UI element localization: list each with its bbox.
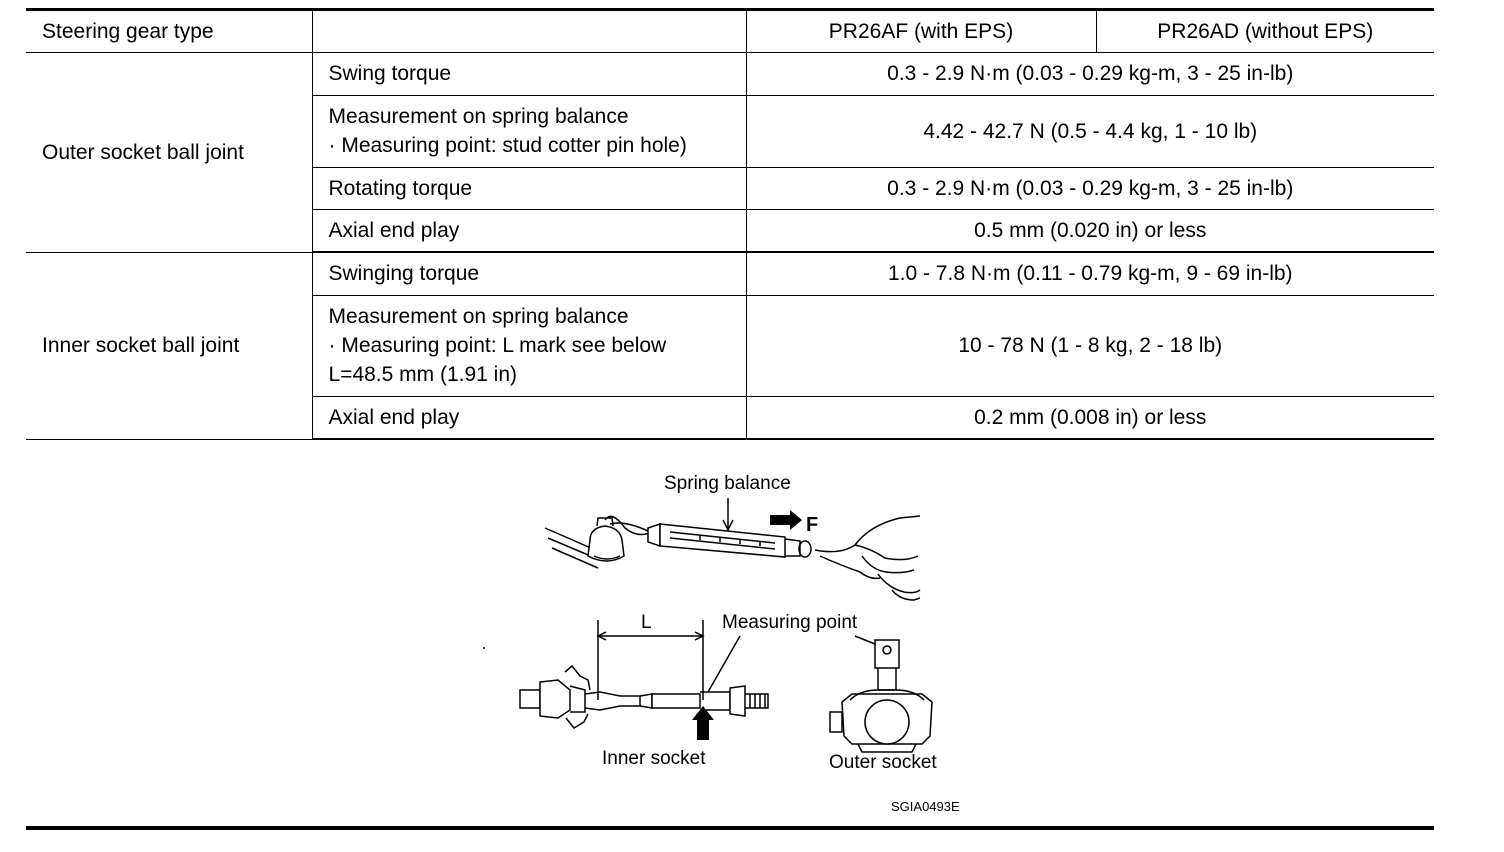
- force-label: F: [806, 514, 819, 536]
- row-item: Axial end play: [312, 208, 747, 253]
- spec-table: Steering gear type PR26AF (with EPS) PR2…: [26, 11, 1434, 440]
- row-value: 1.0 - 7.8 N·m (0.11 - 0.79 kg-m, 9 - 69 …: [745, 251, 1434, 296]
- outer-socket-label: Outer socket ball joint: [26, 51, 313, 253]
- inner-socket-label: Inner socket ball joint: [26, 251, 313, 440]
- header-pr26af: PR26AF (with EPS): [745, 11, 1097, 53]
- row-value: 0.5 mm (0.020 in) or less: [745, 208, 1434, 253]
- inner-socket-label-fig: Inner socket: [602, 748, 706, 769]
- spring-balance-label: Spring balance: [664, 473, 791, 494]
- row-value: 0.2 mm (0.008 in) or less: [745, 395, 1434, 440]
- table-row: Axial end play 0.2 mm (0.008 in) or less: [26, 395, 1434, 440]
- row-item-line: L=48.5 mm (1.91 in): [328, 363, 518, 386]
- row-item: Swinging torque: [311, 251, 747, 296]
- header-steering-gear-type: Steering gear type: [26, 11, 313, 53]
- table-row: Measurement on spring balance · Measurin…: [26, 94, 1434, 168]
- row-item: Swing torque: [311, 51, 747, 96]
- length-label: L: [641, 612, 652, 633]
- table-row: Axial end play 0.5 mm (0.020 in) or less: [26, 208, 1434, 253]
- row-item-line: · Measuring point: L mark see below: [328, 334, 667, 357]
- measuring-point-label: Measuring point: [722, 612, 858, 633]
- table-row: Outer socket ball joint Swing torque 0.3…: [26, 51, 1434, 253]
- bottom-rule: [26, 826, 1434, 830]
- header-row: Steering gear type PR26AF (with EPS) PR2…: [26, 11, 1434, 53]
- row-item: Measurement on spring balance · Measurin…: [312, 94, 747, 168]
- table-row: Inner socket ball joint Swinging torque …: [26, 251, 1434, 440]
- header-blank: [311, 11, 747, 53]
- row-value: 10 - 78 N (1 - 8 kg, 2 - 18 lb): [745, 294, 1434, 397]
- row-item: Axial end play: [312, 395, 747, 440]
- row-value: 0.3 - 2.9 N·m (0.03 - 0.29 kg-m, 3 - 25 …: [745, 166, 1434, 210]
- table-row: Rotating torque 0.3 - 2.9 N·m (0.03 - 0.…: [26, 166, 1434, 210]
- row-item: Measurement on spring balance · Measurin…: [312, 294, 747, 397]
- row-value: 4.42 - 42.7 N (0.5 - 4.4 kg, 1 - 10 lb): [745, 94, 1434, 168]
- row-item-line: Measurement on spring balance: [328, 105, 629, 128]
- row-item-line: Measurement on spring balance: [328, 305, 629, 328]
- top-rule: [26, 8, 1434, 11]
- outer-socket-label-fig: Outer socket: [829, 752, 937, 773]
- row-item: Rotating torque: [312, 166, 747, 210]
- table-row: Measurement on spring balance · Measurin…: [26, 294, 1434, 397]
- row-value: 0.3 - 2.9 N·m (0.03 - 0.29 kg-m, 3 - 25 …: [745, 51, 1434, 96]
- figure-code: SGIA0493E: [891, 799, 960, 814]
- row-item-line: · Measuring point: stud cotter pin hole): [328, 134, 687, 157]
- header-pr26ad: PR26AD (without EPS): [1095, 11, 1434, 53]
